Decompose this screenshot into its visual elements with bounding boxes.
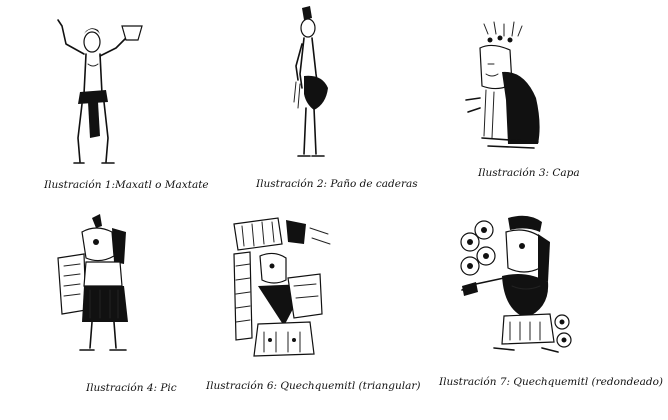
illustration-1-maxatl-figure	[44, 14, 152, 169]
illustration-2-hip-cloth-figure	[276, 4, 336, 169]
illustration-7-quechquemitl-rounded-figure	[454, 212, 578, 362]
caption-illustration-6: Ilustración 6: Quechquemitl (triangular)	[206, 380, 421, 392]
caption-illustration-1: Ilustración 1:Maxatl o Maxtate	[44, 179, 209, 191]
caption-illustration-2: Ilustración 2: Paño de caderas	[256, 178, 418, 190]
illustration-3-cape-figure	[458, 20, 548, 156]
caption-illustration-3: Ilustración 3: Capa	[478, 167, 580, 179]
illustration-4-pic-figure	[52, 210, 160, 360]
illustration-6-quechquemitl-triangular-figure	[224, 214, 340, 366]
caption-illustration-7: Ilustración 7: Quechquemitl (redondeado)	[439, 376, 663, 388]
caption-illustration-4: Ilustración 4: Pic	[86, 382, 177, 394]
